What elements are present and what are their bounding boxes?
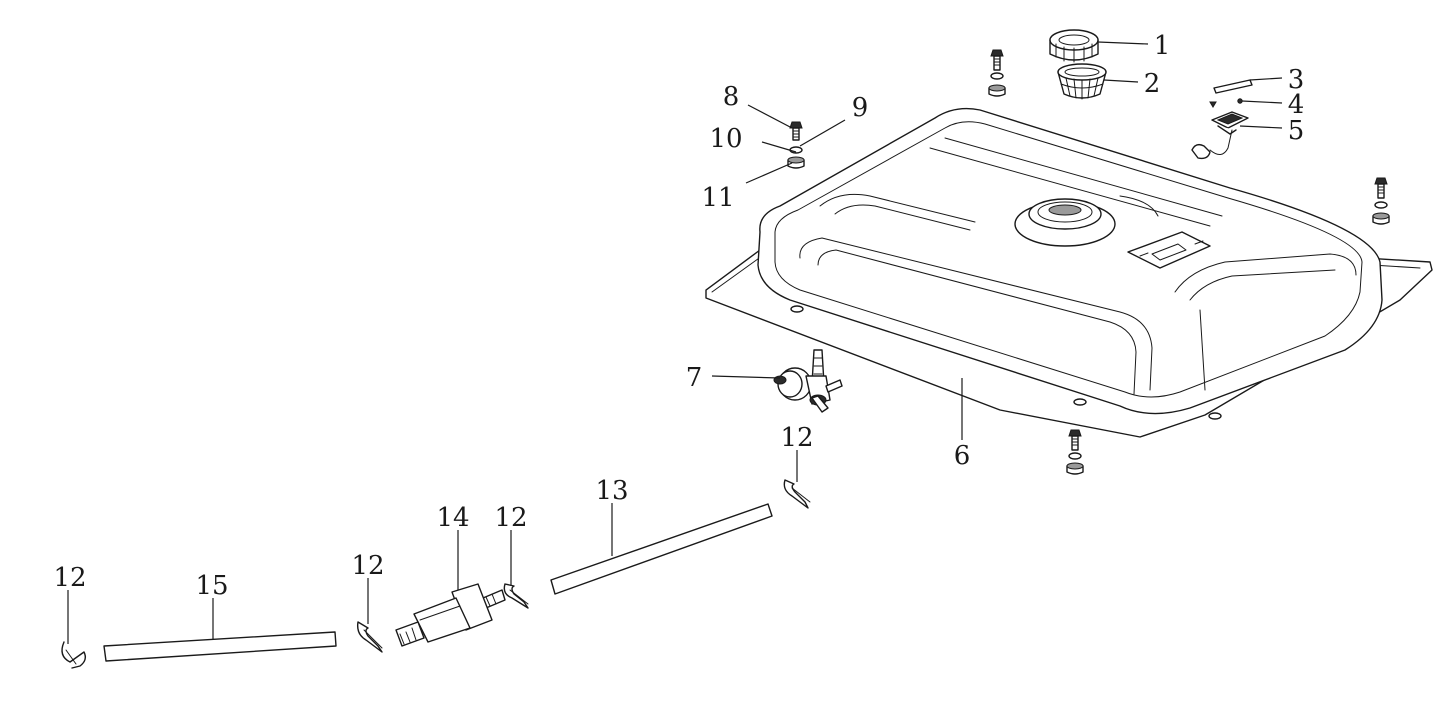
callout-14: 14 bbox=[436, 503, 469, 533]
callout-12-filter-left: 12 bbox=[351, 551, 384, 581]
callout-5: 5 bbox=[1288, 116, 1305, 146]
callout-7: 7 bbox=[686, 363, 703, 393]
bolt-set-right bbox=[1372, 177, 1390, 225]
fuel-strainer bbox=[1057, 63, 1107, 100]
fuel-gauge-assembly bbox=[1191, 79, 1253, 160]
callout-12-filter-right: 12 bbox=[494, 503, 527, 533]
bolt-set-upper-center bbox=[988, 49, 1006, 97]
callout-13: 13 bbox=[595, 476, 628, 506]
callout-12-valve: 12 bbox=[780, 423, 813, 453]
bolt-set-lower bbox=[1066, 429, 1084, 475]
callout-9: 9 bbox=[852, 93, 869, 123]
hose-clip-valve bbox=[783, 479, 811, 509]
hose-clip-filter-left bbox=[356, 621, 383, 653]
callout-3: 3 bbox=[1288, 65, 1305, 95]
callout-labels: 1 2 3 4 5 6 7 8 9 10 11 12 12 12 12 13 1… bbox=[53, 31, 1304, 601]
callout-8: 8 bbox=[723, 82, 740, 112]
callout-2: 2 bbox=[1144, 69, 1161, 99]
fuel-valve bbox=[773, 349, 843, 413]
fuel-hose-15 bbox=[103, 631, 337, 662]
fuel-hose-13 bbox=[550, 503, 773, 595]
hose-clip-end bbox=[61, 641, 87, 669]
fuel-tank bbox=[705, 107, 1433, 438]
callout-4: 4 bbox=[1288, 90, 1305, 120]
fuel-cap bbox=[1049, 29, 1099, 63]
callout-15: 15 bbox=[195, 571, 228, 601]
callout-6: 6 bbox=[954, 441, 971, 471]
callout-11: 11 bbox=[701, 183, 734, 213]
leader-lines bbox=[67, 41, 1283, 644]
callout-10: 10 bbox=[709, 124, 742, 154]
hose-clip-filter-right bbox=[503, 583, 529, 609]
callout-12-end: 12 bbox=[53, 563, 86, 593]
fuel-filter bbox=[395, 583, 506, 647]
callout-1: 1 bbox=[1154, 31, 1171, 61]
